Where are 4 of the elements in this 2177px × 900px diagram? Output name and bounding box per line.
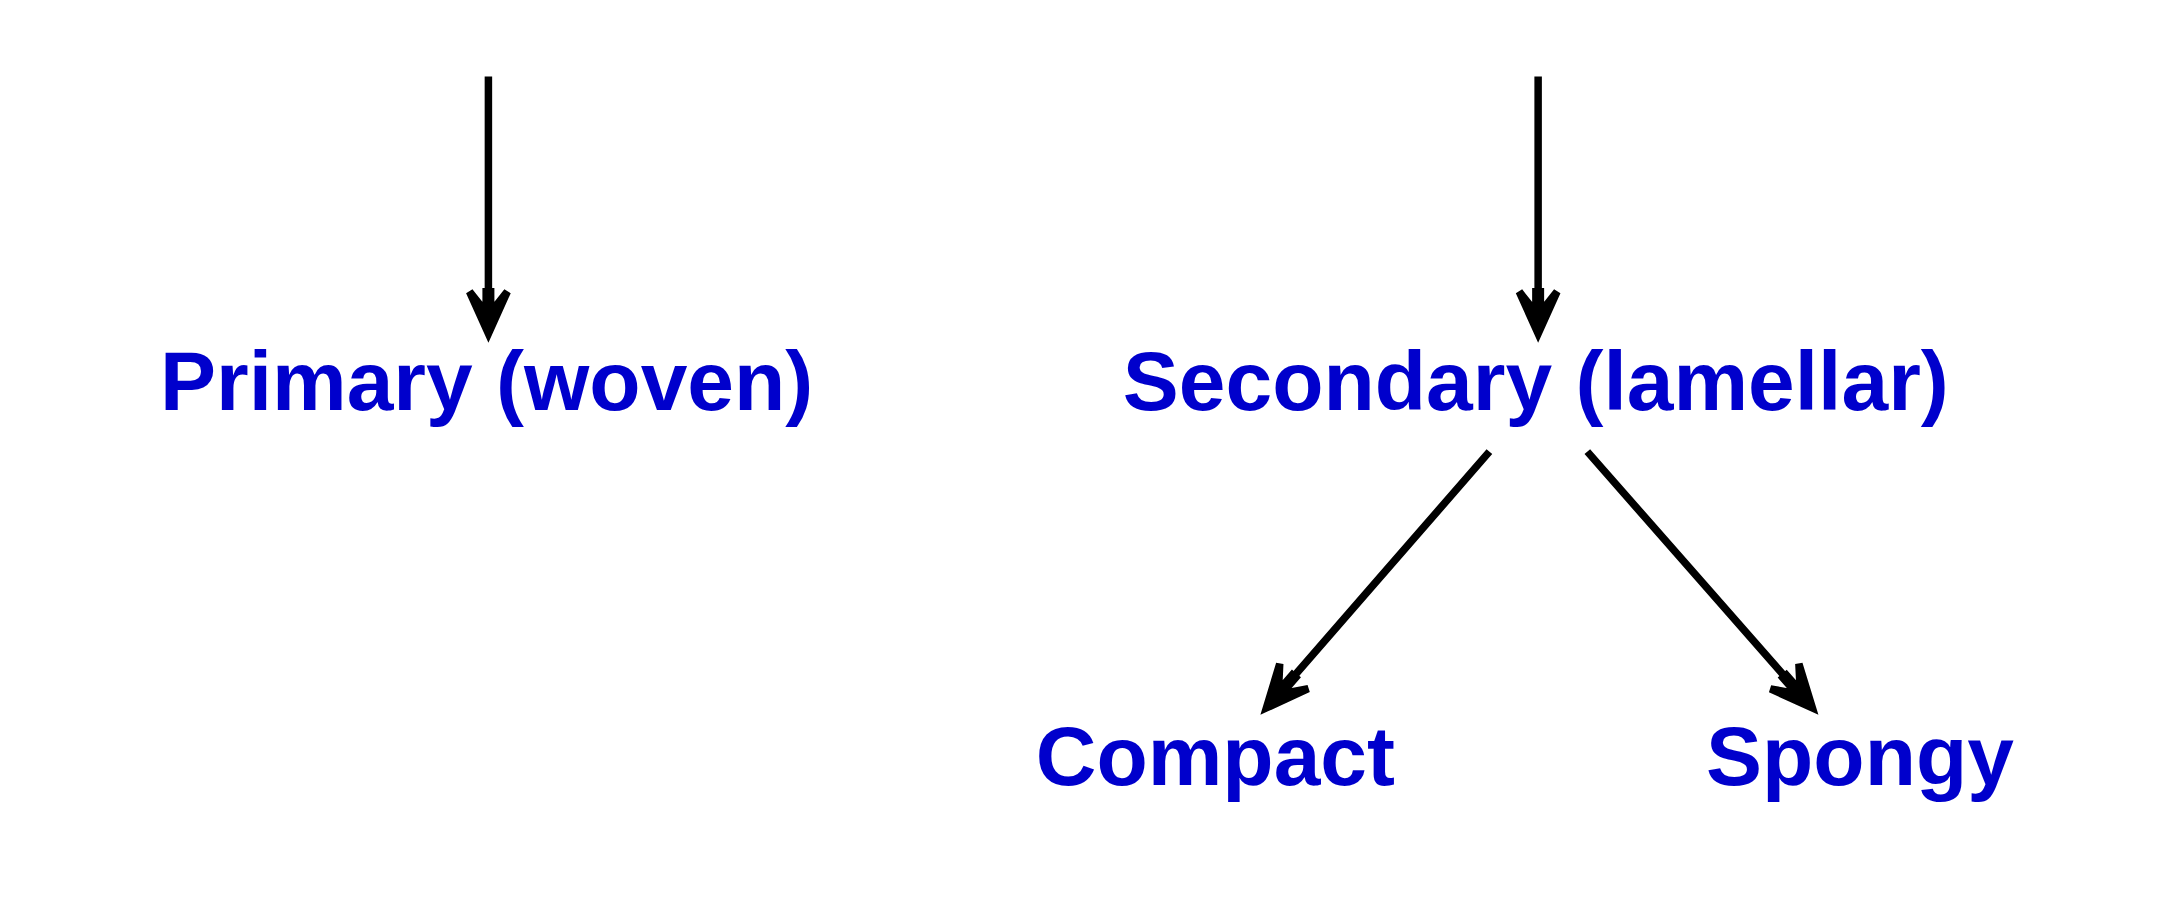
node-text: Primary (woven): [159, 334, 813, 429]
node-text: Compact: [1035, 709, 1395, 804]
node-text: Spongy: [1705, 709, 2014, 804]
node-text: Secondary (lamellar): [1122, 334, 1949, 429]
